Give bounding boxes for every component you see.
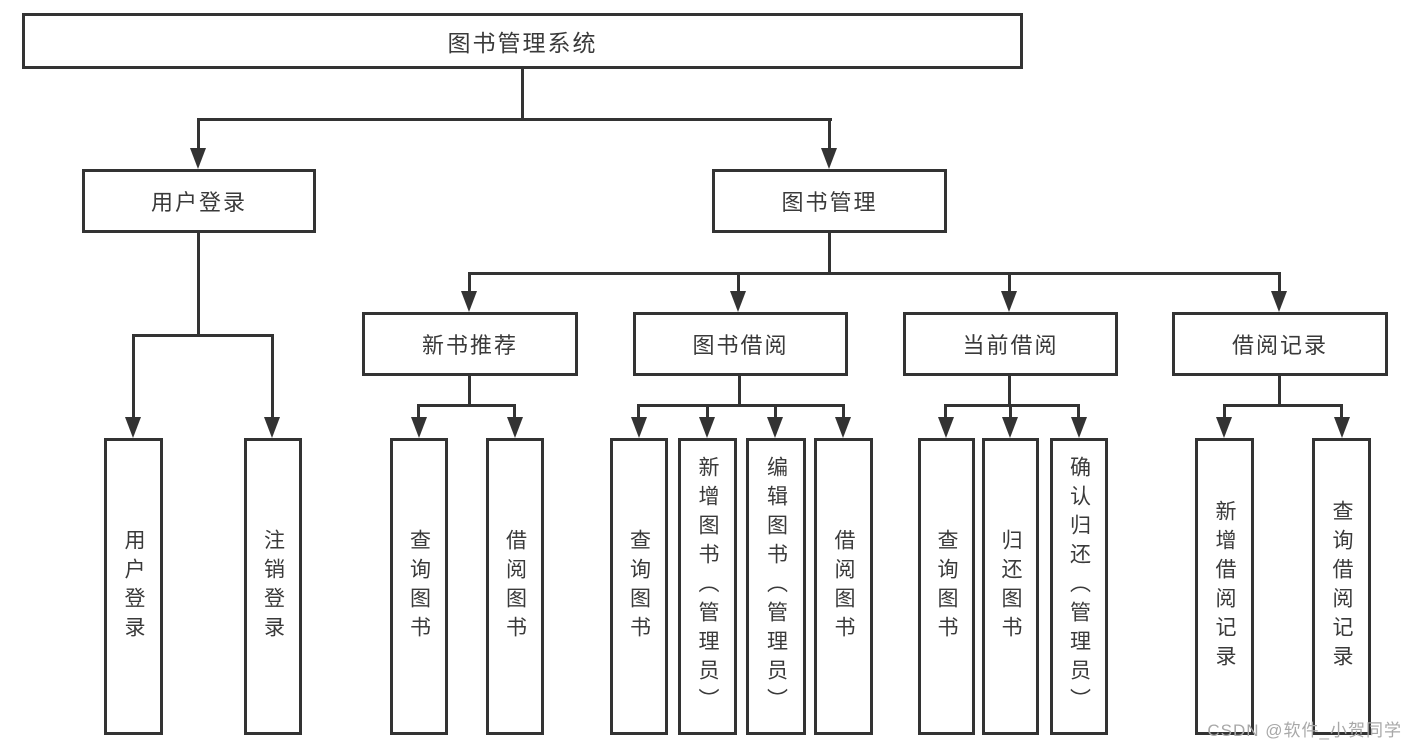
connector-mgmt-drop-4 (1278, 272, 1281, 294)
node-user-login: 用户登录 (82, 169, 316, 233)
connector-borrowing-drop-3 (774, 404, 777, 420)
connector-records-span (1223, 404, 1343, 407)
arrowhead-down-icon (264, 417, 280, 438)
connector-borrowing-drop-2 (706, 404, 709, 420)
leaf-edit-book-admin: 编辑图书（管理员） (746, 438, 806, 735)
arrowhead-down-icon (938, 417, 954, 438)
leaf-label: 编辑图书（管理员） (764, 456, 788, 717)
connector-recommend-drop-2 (513, 404, 516, 420)
node-book-borrowing: 图书借阅 (633, 312, 848, 376)
leaf-logout: 注销登录 (244, 438, 302, 735)
leaf-label: 注销登录 (261, 528, 285, 645)
watermark: CSDN @软件_小贺同学 (1207, 721, 1402, 740)
connector-mgmt-drop-2 (737, 272, 740, 294)
node-borrowing-records: 借阅记录 (1172, 312, 1388, 376)
arrowhead-down-icon (507, 417, 523, 438)
leaf-label: 查询图书 (935, 528, 958, 645)
leaf-query-borrow-record: 查询借阅记录 (1312, 438, 1371, 735)
connector-current-stem (1008, 376, 1011, 407)
connector-recommend-drop-1 (417, 404, 420, 420)
arrowhead-down-icon (190, 148, 206, 169)
connector-root-stem (521, 69, 524, 120)
connector-userlogin-span (132, 334, 274, 337)
leaf-query-books-borrowing: 查询图书 (610, 438, 668, 735)
connector-current-drop-2 (1009, 404, 1012, 420)
connector-recommend-span (417, 404, 516, 407)
connector-userlogin-right-drop (271, 334, 274, 420)
node-root: 图书管理系统 (22, 13, 1023, 69)
arrowhead-down-icon (1001, 291, 1017, 312)
connector-mgmt-stem (828, 233, 831, 275)
connector-current-span (944, 404, 1080, 407)
arrowhead-down-icon (125, 417, 141, 438)
connector-records-drop-2 (1340, 404, 1343, 420)
arrowhead-down-icon (461, 291, 477, 312)
connector-records-drop-1 (1223, 404, 1226, 420)
connector-userlogin-left-drop (132, 334, 135, 420)
node-current-borrowing: 当前借阅 (903, 312, 1118, 376)
connector-recommend-stem (468, 376, 471, 407)
arrowhead-down-icon (1071, 417, 1087, 438)
leaf-borrow-books-recommend: 借阅图书 (486, 438, 544, 735)
connector-root-right-drop (828, 118, 831, 151)
arrowhead-down-icon (1271, 291, 1287, 312)
leaf-label: 借阅图书 (503, 528, 527, 645)
leaf-user-login: 用户登录 (104, 438, 163, 735)
leaf-label: 确认归还（管理员） (1067, 456, 1091, 717)
connector-records-stem (1278, 376, 1281, 407)
arrowhead-down-icon (821, 148, 837, 169)
arrowhead-down-icon (411, 417, 427, 438)
connector-userlogin-stem (197, 233, 200, 336)
leaf-label: 用户登录 (122, 528, 145, 645)
connector-borrowing-stem (738, 376, 741, 407)
connector-borrowing-drop-1 (637, 404, 640, 420)
arrowhead-down-icon (631, 417, 647, 438)
arrowhead-down-icon (1216, 417, 1232, 438)
node-book-management: 图书管理 (712, 169, 947, 233)
connector-root-left-drop (197, 118, 200, 151)
node-new-book-recommendation: 新书推荐 (362, 312, 578, 376)
leaf-label: 归还图书 (999, 528, 1022, 645)
leaf-add-book-admin: 新增图书（管理员） (678, 438, 737, 735)
connector-current-drop-1 (944, 404, 947, 420)
connector-borrowing-drop-4 (842, 404, 845, 420)
leaf-confirm-return-admin: 确认归还（管理员） (1050, 438, 1108, 735)
connector-root-span (197, 118, 832, 121)
connector-mgmt-span (468, 272, 1281, 275)
leaf-label: 查询借阅记录 (1330, 499, 1353, 674)
connector-mgmt-drop-1 (468, 272, 471, 294)
leaf-label: 新增图书（管理员） (696, 456, 719, 717)
leaf-borrow-books-borrowing: 借阅图书 (814, 438, 873, 735)
leaf-label: 查询图书 (407, 528, 431, 645)
leaf-query-books-current: 查询图书 (918, 438, 975, 735)
leaf-label: 借阅图书 (832, 528, 855, 645)
connector-current-drop-3 (1077, 404, 1080, 420)
connector-borrowing-span (637, 404, 845, 407)
arrowhead-down-icon (835, 417, 851, 438)
leaf-return-book: 归还图书 (982, 438, 1039, 735)
arrowhead-down-icon (699, 417, 715, 438)
leaf-label: 查询图书 (627, 528, 651, 645)
arrowhead-down-icon (730, 291, 746, 312)
arrowhead-down-icon (1002, 417, 1018, 438)
leaf-add-borrow-record: 新增借阅记录 (1195, 438, 1254, 735)
leaf-query-books-recommend: 查询图书 (390, 438, 448, 735)
arrowhead-down-icon (767, 417, 783, 438)
arrowhead-down-icon (1334, 417, 1350, 438)
leaf-label: 新增借阅记录 (1213, 499, 1236, 674)
connector-mgmt-drop-3 (1008, 272, 1011, 294)
